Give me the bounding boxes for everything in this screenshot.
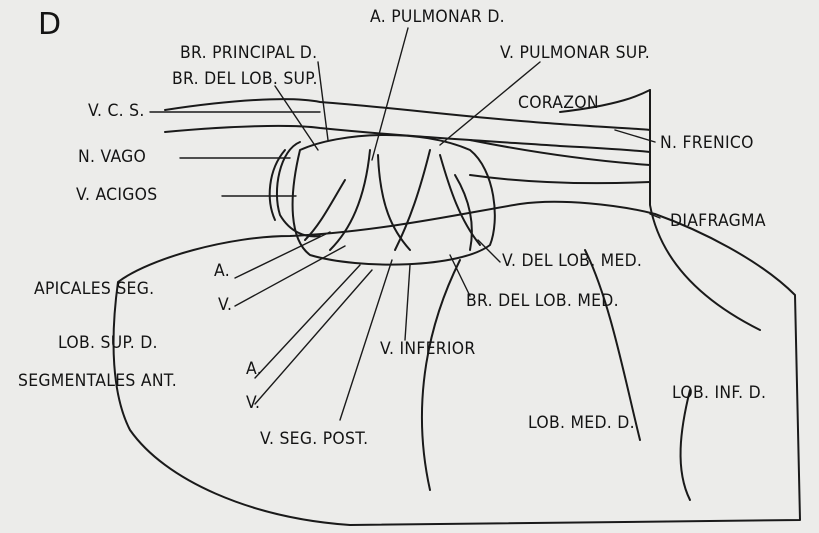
lung-outline [114, 202, 800, 525]
label-inferior-vein: V. INFERIOR [380, 340, 476, 358]
pulmonary-artery-vessel [330, 150, 370, 250]
label-vena-cava: V. C. S. [88, 102, 145, 120]
label-apical-a: A. [214, 262, 230, 280]
fissure-line [422, 260, 460, 490]
panel-letter: D [38, 10, 61, 40]
label-diaphragm: DIAFRAGMA [670, 212, 766, 230]
label-anterior-v: V. [246, 394, 260, 412]
label-upper-lobe-bronchus: BR. DEL LOB. SUP. [172, 70, 318, 88]
label-lower-lobe: LOB. INF. D. [672, 384, 766, 402]
label-main-bronchus: BR. PRINCIPAL D. [180, 44, 317, 62]
label-middle-lobe-bronchus: BR. DEL LOB. MED. [466, 292, 619, 310]
label-vagus-nerve: N. VAGO [78, 148, 146, 166]
label-anterior-segments: SEGMENTALES ANT. [18, 372, 177, 390]
label-heart: CORAZON [518, 94, 599, 112]
label-middle-lobe: LOB. MED. D. [528, 414, 635, 432]
label-pulmonary-artery: A. PULMONAR D. [370, 8, 505, 26]
label-upper-lobe: LOB. SUP. D. [58, 334, 158, 352]
label-middle-lobe-vein: V. DEL LOB. MED. [502, 252, 642, 270]
hilum-opening [293, 135, 495, 265]
label-posterior-segment-vein: V. SEG. POST. [260, 430, 368, 448]
label-apical-segments: APICALES SEG. [34, 280, 154, 298]
label-anterior-a: A. [246, 360, 262, 378]
diaphragm-line [650, 90, 760, 330]
label-azygos-vein: V. ACIGOS [76, 186, 157, 204]
pulmonary-vein-vessel [395, 150, 430, 250]
label-superior-pulmonary-vein: V. PULMONAR SUP. [500, 44, 650, 62]
label-phrenic-nerve: N. FRENICO [660, 134, 754, 152]
label-apical-v: V. [218, 296, 232, 314]
